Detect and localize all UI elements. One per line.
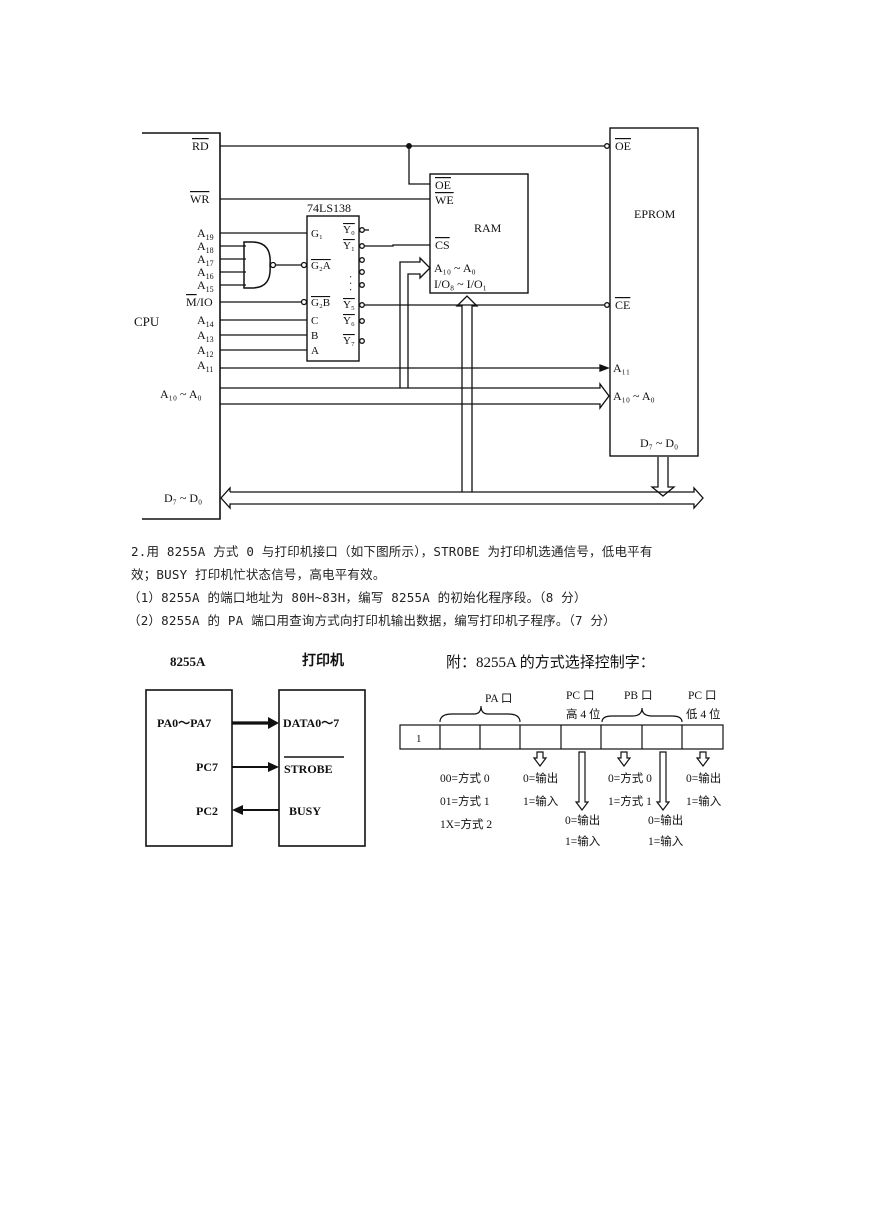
pa-dir-in: 1=输入 — [523, 794, 559, 808]
pin-a16: A16 — [197, 265, 214, 281]
cpu-label: CPU — [134, 314, 160, 329]
decoder-out-y0: Y₀ — [343, 224, 355, 236]
question-line-4: （2）8255A 的 PA 端口用查询方式向打印机输出数据，编写打印机子程序。（… — [128, 613, 616, 628]
pa-dir-out: 0=输出 — [523, 771, 558, 785]
ram-pin-we: WE — [435, 193, 454, 207]
control-bit-d7: 1 — [416, 733, 422, 745]
memory-circuit-diagram: CPU RD WR A19 A18 A17 A16 A15 M/IO A14 A… — [134, 127, 704, 520]
pin-data0-7: DATA0～7 — [283, 716, 339, 730]
pin-mio: M/IO — [186, 295, 213, 309]
pin-a14: A14 — [197, 313, 214, 329]
label-low-4: 低 4 位 — [686, 707, 721, 721]
ram-pin-oe: OE — [435, 178, 451, 192]
printer-title: 打印机 — [302, 652, 344, 669]
pin-pa0-pa7: PA0～PA7 — [157, 716, 211, 730]
pin-a19: A19 — [197, 226, 214, 242]
pin-a10-a0: A₁₀ ~ A₀ — [160, 387, 202, 401]
pin-a12: A12 — [197, 343, 214, 359]
decoder-in-g1: G₁ — [311, 228, 323, 240]
ram-pin-cs: CS — [435, 238, 450, 252]
ram-pin-io: I/O₈ ~ I/O₁ — [434, 277, 487, 291]
pin-wr: WR — [190, 192, 209, 206]
pch-dir-out: 0=输出 — [565, 813, 600, 827]
decoder-out-y6: Y₆ — [343, 315, 355, 327]
decoder-title: 74LS138 — [307, 201, 351, 215]
pb-dir-out: 0=输出 — [648, 813, 683, 827]
eprom-pin-ce: CE — [615, 298, 630, 312]
label-pa-port: PA 口 — [485, 693, 512, 705]
pin-strobe: STROBE — [284, 762, 333, 776]
decoder-out-y1: Y₁ — [343, 240, 355, 252]
pa-mode-0: 00=方式 0 — [440, 771, 490, 785]
decoder-out-y5: Y₅ — [343, 299, 355, 311]
decoder-dots: · · · — [344, 275, 356, 292]
pin-a18: A18 — [197, 239, 214, 255]
pin-busy: BUSY — [289, 804, 321, 818]
label-high-4: 高 4 位 — [566, 707, 601, 721]
pcl-dir-out: 0=输出 — [686, 771, 721, 785]
pb-mode-1: 1=方式 1 — [608, 794, 652, 808]
eprom-pin-data: D₇ ~ D₀ — [640, 436, 678, 450]
decoder-in-a: A — [311, 345, 319, 357]
pch-dir-in: 1=输入 — [565, 834, 601, 848]
eprom-pin-oe: OE — [615, 139, 631, 153]
label-pb-port: PB 口 — [624, 690, 652, 702]
pa-mode-2: 1X=方式 2 — [440, 817, 492, 831]
pin-pc2: PC2 — [196, 804, 218, 818]
decoder-in-c: C — [311, 315, 318, 327]
question-line-2: 效；BUSY 打印机忙状态信号，高电平有效。 — [131, 567, 386, 582]
ram-pin-addr: A₁₀ ~ A₀ — [434, 261, 476, 275]
pin-rd: RD — [192, 139, 209, 153]
pin-a13: A13 — [197, 328, 214, 344]
eprom-pin-addr: A₁₀ ~ A₀ — [613, 389, 655, 403]
pa-mode-1: 01=方式 1 — [440, 794, 490, 808]
decoder-in-b: B — [311, 330, 318, 342]
eprom-title: EPROM — [634, 207, 676, 221]
label-pc-port-high: PC 口 — [566, 690, 594, 702]
control-word-title: 附：8255A 的方式选择控制字： — [446, 654, 655, 671]
ram-title: RAM — [474, 221, 502, 235]
label-pc-port-low: PC 口 — [688, 690, 716, 702]
pcl-dir-in: 1=输入 — [686, 794, 722, 808]
pb-dir-in: 1=输入 — [648, 834, 684, 848]
pb-mode-0: 0=方式 0 — [608, 771, 652, 785]
chip-8255a-title: 8255A — [170, 654, 206, 669]
question-line-3: （1）8255A 的端口地址为 80H~83H，编写 8255A 的初始化程序段… — [128, 590, 587, 605]
pin-d7-d0: D₇ ~ D₀ — [164, 491, 202, 505]
pin-a15: A15 — [197, 278, 214, 294]
decoder-in-g2a: G₂A — [311, 260, 331, 272]
pin-a17: A17 — [197, 252, 214, 268]
eprom-pin-a11: A₁₁ — [613, 361, 630, 375]
question-line-1: 2.用 8255A 方式 0 与打印机接口（如下图所示），STROBE 为打印机… — [131, 544, 653, 559]
decoder-out-y7: Y₇ — [343, 335, 355, 347]
decoder-in-g2b: G₂B — [311, 297, 330, 309]
pin-a11: A11 — [197, 358, 213, 374]
pin-pc7: PC7 — [196, 760, 218, 774]
